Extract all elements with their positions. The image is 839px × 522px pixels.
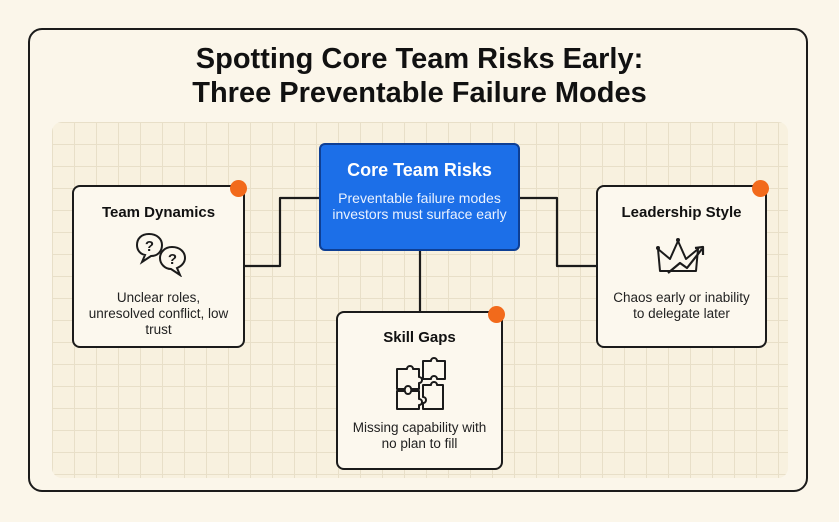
leadership-style-title: Leadership Style bbox=[621, 204, 742, 221]
page-title: Spotting Core Team Risks Early: Three Pr… bbox=[0, 42, 839, 110]
core-team-risks-node: Core Team Risks Preventable failure mode… bbox=[319, 143, 520, 251]
skill-gaps-card: Skill Gaps Missing capability with no pl… bbox=[336, 311, 503, 470]
speech-bubbles-question-icon: ? ? bbox=[135, 232, 187, 277]
svg-text:?: ? bbox=[168, 251, 177, 268]
crown-trend-icon bbox=[656, 238, 705, 274]
skill-gaps-description: Missing capability with no plan to fill bbox=[352, 420, 487, 451]
svg-text:?: ? bbox=[145, 238, 154, 255]
leadership-style-card: Leadership Style Chaos early or inabilit… bbox=[596, 185, 767, 348]
team-dynamics-title: Team Dynamics bbox=[101, 204, 216, 221]
core-description: Preventable failure modes investors must… bbox=[332, 190, 507, 222]
team-dynamics-description: Unclear roles, unresolved conflict, low … bbox=[88, 290, 229, 337]
title-line-1: Spotting Core Team Risks Early: bbox=[195, 43, 644, 75]
leadership-style-status-dot bbox=[752, 180, 769, 197]
puzzle-icon bbox=[396, 357, 446, 410]
core-title: Core Team Risks bbox=[347, 160, 492, 180]
connector-left bbox=[245, 196, 319, 268]
title-line-2: Three Preventable Failure Modes bbox=[192, 77, 647, 109]
team-dynamics-card: Team Dynamics ? ? Unclear roles, unresol… bbox=[72, 185, 245, 348]
skill-gaps-title: Skill Gaps bbox=[383, 329, 456, 346]
team-dynamics-status-dot bbox=[230, 180, 247, 197]
skill-gaps-status-dot bbox=[488, 306, 505, 323]
leadership-style-description: Chaos early or inability to delegate lat… bbox=[613, 290, 750, 321]
connector-right bbox=[520, 196, 596, 268]
